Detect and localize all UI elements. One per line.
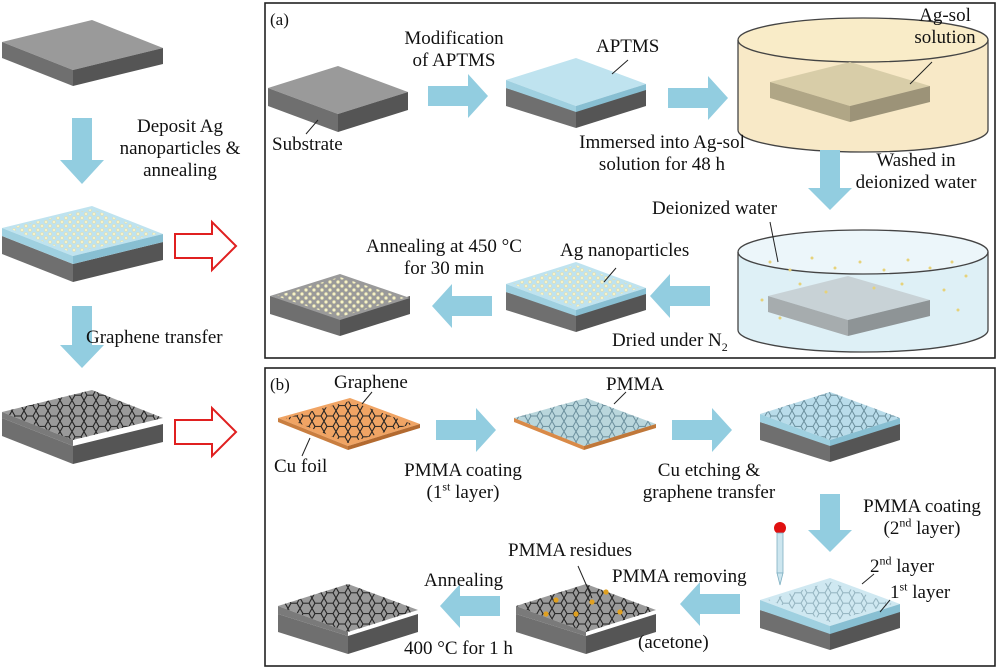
aptms-label: APTMS	[596, 36, 660, 57]
left-step2-label: Graphene transfer	[86, 327, 223, 348]
hollow-arrow-a	[174, 219, 238, 273]
deionized-label: Deionized water	[652, 198, 778, 219]
panel-a-frame	[264, 2, 996, 359]
graphene-label: Graphene	[334, 372, 408, 393]
a-arrow-left-2	[432, 284, 492, 328]
anneal-label: Annealing at 450 °C for 30 min	[366, 236, 522, 279]
b-arrow-left-2	[440, 584, 500, 628]
pmma-coat2-label: PMMA coating (2nd layer)	[863, 496, 981, 539]
left-arrow-down-1	[60, 118, 104, 184]
a-arrow-left-1	[650, 274, 710, 318]
b-arrow-right-1	[436, 408, 496, 452]
modification-label: Modification of APTMS	[404, 28, 504, 71]
left-ag-substrate	[2, 206, 163, 282]
panel-b-tag: (b)	[270, 375, 290, 394]
a-agnp-substrate	[506, 262, 646, 332]
temp-b-label: 400 °C for 1 h	[404, 638, 513, 659]
a-arrow-right-1	[428, 74, 488, 118]
left-step1-label: Deposit Ag nanoparticles & annealing	[119, 116, 241, 181]
dried-label: Dried under N2	[612, 330, 728, 354]
left-bare-substrate	[2, 20, 163, 86]
pmma-coat1-label: PMMA coating (1st layer)	[404, 460, 522, 503]
residues-label: PMMA residues	[508, 540, 633, 561]
cufoil-label: Cu foil	[274, 456, 328, 477]
b-double-pmma	[760, 578, 900, 650]
acetone-label: (acetone)	[638, 632, 709, 653]
dropper-icon	[774, 522, 786, 586]
a-annealed-substrate	[270, 274, 410, 336]
a-arrow-right-2	[668, 76, 728, 120]
washed-label: Washed in deionized water	[855, 150, 977, 193]
a-arrow-down	[808, 150, 852, 210]
a-aptms-substrate	[506, 58, 646, 128]
b-arrow-left-1	[680, 582, 740, 626]
b-pmma-cu	[514, 398, 656, 450]
b-residue-substrate	[516, 584, 656, 654]
hollow-arrow-b	[174, 405, 238, 459]
a-water-beaker	[737, 229, 989, 353]
b-cu-foil	[278, 398, 420, 450]
annealing-b-label: Annealing	[424, 570, 504, 591]
agnp-label: Ag nanoparticles	[560, 240, 690, 261]
b-arrow-right-2	[672, 408, 732, 452]
cu-etch-label: Cu etching & graphene transfer	[642, 460, 776, 503]
pmma-removing-label: PMMA removing	[612, 566, 747, 587]
a-substrate	[268, 66, 408, 132]
b-final-substrate	[278, 584, 418, 654]
pmma-label: PMMA	[606, 374, 665, 395]
substrate-label: Substrate	[272, 134, 343, 155]
panel-b-frame	[264, 367, 996, 667]
immersed-label: Immersed into Ag-sol solution for 48 h	[579, 132, 745, 175]
layer1-label: 1st layer	[890, 579, 951, 603]
b-arrow-down	[808, 494, 852, 552]
panel-a-tag: (a)	[270, 10, 289, 29]
left-arrow-down-2	[60, 306, 104, 368]
layer2-label: 2nd layer	[870, 553, 935, 577]
left-graphene-substrate	[2, 390, 163, 464]
b-pmma-substrate	[760, 392, 900, 462]
agsol-label: Ag-sol solution	[914, 5, 976, 48]
